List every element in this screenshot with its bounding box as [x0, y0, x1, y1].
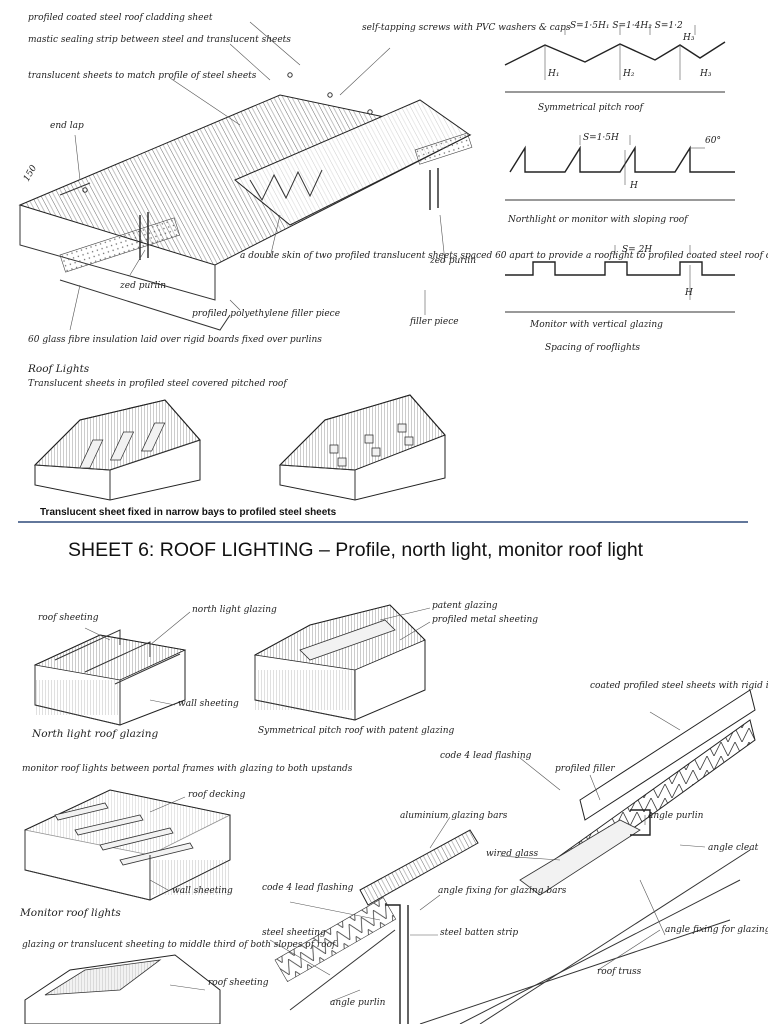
- label-zed-purlin-right: zed purlin: [429, 256, 476, 266]
- symmetrical-h2: H₂: [622, 69, 635, 79]
- symmetrical-caption: Symmetrical pitch roof: [538, 103, 645, 113]
- northlight-roof-drawing: [33, 611, 191, 726]
- nl-roof-sheeting: roof sheeting: [38, 613, 99, 623]
- detail-steel-sheeting: steel sheeting: [262, 928, 326, 938]
- detail-angle-fixing-right: angle fixing for glazing bars: [665, 925, 768, 935]
- roof-lights-caption: Translucent sheet fixed in narrow bays t…: [40, 507, 337, 518]
- detail-code4-top: code 4 lead flashing: [440, 751, 532, 761]
- label-end-lap: end lap: [50, 121, 84, 131]
- label-filler-piece: filler piece: [409, 317, 459, 327]
- patent-caption: Symmetrical pitch roof with patent glazi…: [258, 726, 454, 736]
- detail-angle-purlin-left: angle purlin: [330, 998, 386, 1008]
- northlight-dims: S=1·5H: [583, 133, 619, 143]
- label-cladding: profiled coated steel roof cladding shee…: [28, 13, 213, 23]
- label-double-skin: a double skin of two profiled translucen…: [240, 251, 768, 261]
- label-screws: self-tapping screws with PVC washers & c…: [362, 23, 571, 33]
- monitor-dims: S= 2H: [622, 245, 652, 255]
- label-translucent: translucent sheets to match profile of s…: [28, 71, 257, 81]
- monitor-profile: [505, 245, 735, 313]
- label-insulation: 60 glass fibre insulation laid over rigi…: [28, 335, 322, 345]
- northlight-caption: Northlight or monitor with sloping roof: [507, 215, 689, 225]
- label-polyethylene: profiled polyethylene filler piece: [192, 309, 340, 319]
- detail-wired: wired glass: [486, 849, 538, 859]
- pitched-roof-right: [278, 394, 446, 501]
- monitor-wall: wall sheeting: [172, 886, 233, 896]
- monitor-roof-decking: roof decking: [188, 790, 246, 800]
- roof-lights-subheading: Translucent sheets in profiled steel cov…: [28, 379, 288, 389]
- monitor-subcaption: Spacing of rooflights: [545, 343, 640, 353]
- monitor-h: H: [684, 288, 693, 298]
- northlight-h: H: [629, 181, 638, 191]
- profiled-metal-label: profiled metal sheeting: [432, 615, 538, 625]
- detail-aluminium: aluminium glazing bars: [400, 811, 508, 821]
- label-mastic-text: mastic sealing strip between steel and t…: [28, 35, 291, 45]
- symmetrical-top-h3: H₃: [682, 33, 695, 43]
- symmetrical-h1: H₁: [547, 69, 559, 79]
- middle-third-roof-sheeting: roof sheeting: [208, 978, 269, 988]
- symmetrical-h3: H₃: [699, 69, 712, 79]
- monitor-caption: Monitor with vertical glazing: [529, 320, 663, 330]
- middle-third-heading: glazing or translucent sheeting to middl…: [22, 940, 337, 950]
- detail-roof-truss: roof truss: [597, 967, 642, 977]
- monitor-roof-drawing: [23, 789, 232, 901]
- nl-wall: wall sheeting: [178, 699, 239, 709]
- detail-code4-left: code 4 lead flashing: [262, 883, 354, 893]
- symmetrical-pitch-profile: [504, 25, 726, 93]
- patent-glazing-drawing: [253, 604, 431, 721]
- profiled-roof-drawing: [18, 21, 473, 331]
- label-mastic: mastic sealing strip between steel and t…: [28, 35, 291, 45]
- detail-batten: steel batten strip: [440, 928, 518, 938]
- detail-angle-purlin-right: angle purlin: [648, 811, 704, 821]
- roof-lights-heading: Roof Lights: [27, 363, 90, 375]
- label-double-skin-text: a double skin of two profiled translucen…: [240, 251, 768, 261]
- nl-caption: North light roof glazing: [31, 728, 158, 740]
- glazing-detail-drawing: [269, 689, 756, 1024]
- sheet-title: SHEET 6: ROOF LIGHTING – Profile, north …: [68, 539, 644, 561]
- monitor-caption-bottom: Monitor roof lights: [19, 907, 121, 919]
- northlight-angle: 60°: [705, 136, 721, 146]
- detail-profiled-filler: profiled filler: [555, 764, 615, 774]
- detail-coated: coated profiled steel sheets with rigid …: [590, 681, 768, 691]
- symmetrical-dims: S=1·5H₁ S=1·4H₂ S=1·2: [570, 21, 683, 31]
- detail-angle-cleat: angle cleat: [708, 843, 759, 853]
- patent-glazing-label: patent glazing: [432, 601, 498, 611]
- detail-angle-fixing-mid: angle fixing for glazing bars: [438, 886, 567, 896]
- northlight-profile: [505, 135, 735, 201]
- label-zed-purlin-left: zed purlin: [119, 281, 166, 291]
- middle-third-drawing: [24, 954, 221, 1024]
- monitor-heading: monitor roof lights between portal frame…: [22, 764, 353, 774]
- nl-glazing: north light glazing: [192, 605, 277, 615]
- pitched-roof-left: [33, 399, 201, 501]
- label-150: 150: [22, 163, 39, 183]
